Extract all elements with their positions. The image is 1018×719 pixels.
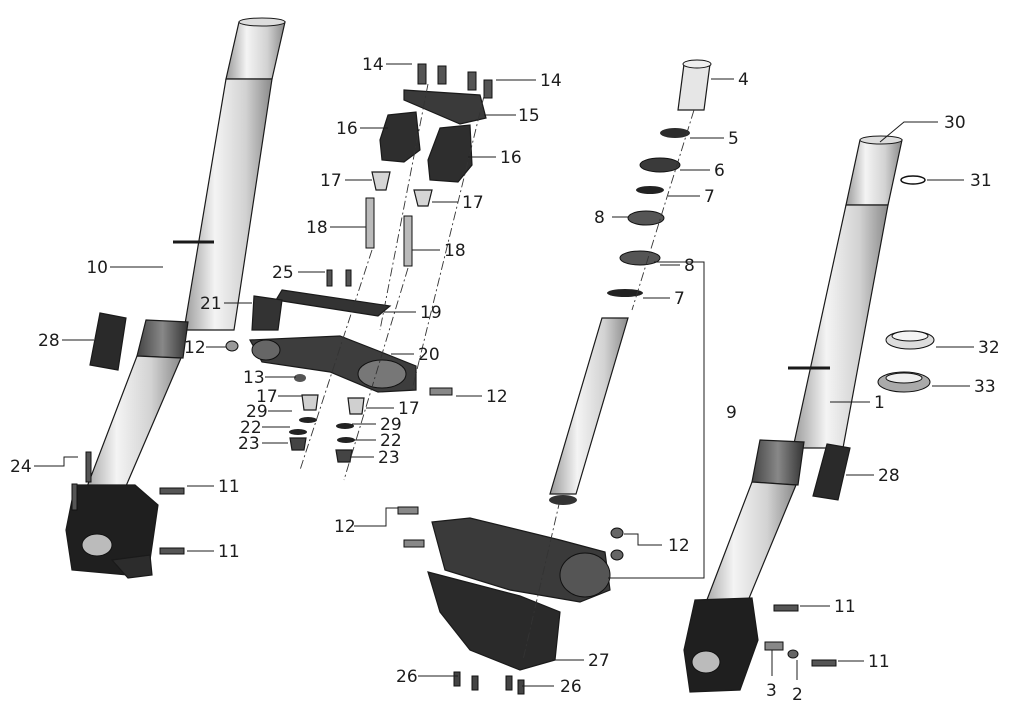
label-9: 9	[726, 403, 737, 423]
seal-32	[885, 330, 935, 350]
label-17-b: 17	[462, 193, 484, 213]
label-23-a: 23	[238, 434, 260, 454]
label-17-d: 17	[398, 399, 420, 419]
label-7-a: 7	[704, 187, 715, 207]
label-4: 4	[738, 70, 749, 90]
lower-triple-clamp	[427, 517, 611, 671]
label-16-b: 16	[500, 148, 522, 168]
upper-clamp-15	[403, 89, 487, 125]
label-17-a: 17	[320, 171, 342, 191]
bolts-11	[159, 487, 837, 667]
label-12-d: 12	[668, 536, 690, 556]
fork-guard-left	[89, 312, 127, 371]
label-7-b: 7	[674, 289, 685, 309]
label-13: 13	[243, 368, 265, 388]
label-14-a: 14	[362, 55, 384, 75]
label-10: 10	[86, 258, 108, 278]
dust-seal-33	[877, 371, 931, 393]
label-3: 3	[766, 681, 777, 701]
label-11-a: 11	[218, 477, 240, 497]
bolts-26	[453, 671, 525, 695]
label-6: 6	[714, 161, 725, 181]
label-16-a: 16	[336, 119, 358, 139]
label-17-c: 17	[256, 387, 278, 407]
label-1: 1	[874, 393, 885, 413]
bracket-21	[251, 295, 283, 331]
label-22-a: 22	[240, 418, 262, 438]
label-11-c: 11	[834, 597, 856, 617]
label-20: 20	[418, 345, 440, 365]
bolts-12	[225, 340, 624, 561]
label-14-b: 14	[540, 71, 562, 91]
label-5: 5	[728, 129, 739, 149]
cover-plate-19	[275, 289, 392, 317]
label-18-a: 18	[306, 218, 328, 238]
label-33: 33	[974, 377, 996, 397]
label-12-c: 12	[334, 517, 356, 537]
label-29-a: 29	[246, 402, 268, 422]
label-24: 24	[10, 457, 32, 477]
label-8-b: 8	[684, 256, 695, 276]
label-28-left: 28	[38, 331, 60, 351]
bolts-25-13	[294, 269, 352, 382]
studs-18	[365, 197, 413, 267]
label-15: 15	[518, 106, 540, 126]
steering-stem-parts	[549, 59, 712, 505]
label-22-b: 22	[380, 431, 402, 451]
label-21: 21	[200, 294, 222, 314]
fork-guard-right	[812, 443, 851, 501]
bolts-24	[71, 451, 92, 511]
bleed-screw-2-3	[764, 641, 799, 659]
label-27: 27	[588, 651, 610, 671]
handlebar-risers-16	[379, 111, 473, 183]
label-26-a: 26	[396, 667, 418, 687]
leader-lines	[34, 63, 974, 687]
label-2: 2	[792, 685, 803, 705]
label-32: 32	[978, 338, 1000, 358]
label-31: 31	[970, 171, 992, 191]
label-18-b: 18	[444, 241, 466, 261]
part-labels: 10 28 24 11 11 14 14 15 16 16 17 17 18 1…	[10, 55, 1000, 705]
label-30: 30	[944, 113, 966, 133]
lower-bushings-rings-nuts	[289, 394, 365, 463]
label-19: 19	[420, 303, 442, 323]
label-11-d: 11	[868, 652, 890, 672]
top-yoke-20	[249, 335, 417, 393]
label-28-right: 28	[878, 466, 900, 486]
bushings-17-upper	[371, 171, 433, 207]
left-fork-leg	[65, 17, 286, 579]
label-12-a: 12	[184, 338, 206, 358]
assembly-axis-lines	[299, 83, 695, 661]
label-8-a: 8	[594, 208, 605, 228]
label-25: 25	[272, 263, 294, 283]
label-23-b: 23	[378, 448, 400, 468]
label-11-b: 11	[218, 542, 240, 562]
label-29-b: 29	[380, 415, 402, 435]
bolts-14	[417, 63, 493, 99]
label-26-b: 26	[560, 677, 582, 697]
right-fork-leg	[683, 135, 903, 693]
label-12-b: 12	[486, 387, 508, 407]
o-ring-31	[900, 175, 926, 185]
